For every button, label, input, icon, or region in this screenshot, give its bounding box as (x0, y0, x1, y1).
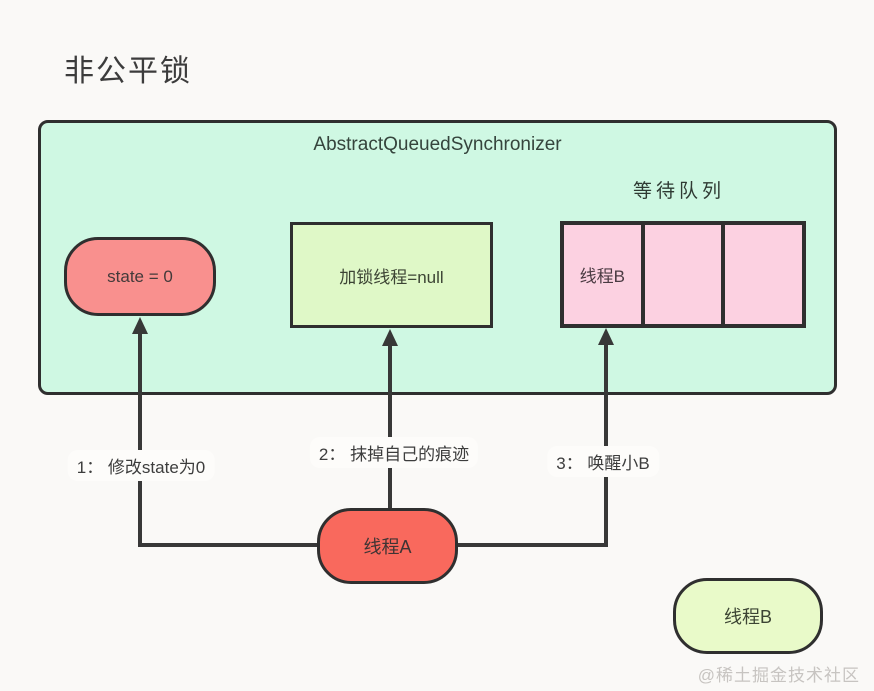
lock-thread-node-label: 加锁线程=null (339, 267, 444, 287)
connector-line-step3 (456, 543, 607, 547)
step-label-1: 1： 修改state为0 (67, 450, 215, 481)
arrow-line-step1 (138, 332, 142, 547)
aqs-title: AbstractQueuedSynchronizer (313, 134, 562, 155)
wait-queue-label: 等待队列 (633, 181, 726, 202)
state-node: state = 0 (64, 237, 216, 316)
arrow-up-head-step2 (382, 329, 398, 346)
page-title: 非公平锁 (64, 55, 192, 88)
thread-a-label: 线程A (363, 537, 412, 557)
lock-thread-node: 加锁线程=null (290, 222, 493, 328)
connector-line-step1 (138, 543, 319, 547)
thread-b-node: 线程B (673, 578, 823, 654)
wait-queue-cell (721, 225, 803, 324)
state-node-label: state = 0 (107, 266, 173, 286)
arrow-line-step3 (604, 343, 608, 547)
wait-queue-cell: 线程B (564, 225, 641, 324)
thread-b-label: 线程B (723, 607, 772, 627)
wait-queue: 线程B (560, 221, 806, 328)
thread-a-node: 线程A (317, 508, 458, 584)
watermark: @稀土掘金技术社区 (697, 666, 860, 685)
arrow-up-head-step3 (598, 328, 614, 345)
wait-queue-cell (640, 225, 722, 324)
step-label-2: 2： 抹掉自己的痕迹 (309, 437, 479, 468)
arrow-line-step2 (388, 344, 392, 510)
arrow-up-head-step1 (132, 317, 148, 334)
step-label-3: 3： 唤醒小B (547, 446, 659, 477)
wait-queue-cell-label: 线程B (579, 267, 625, 286)
